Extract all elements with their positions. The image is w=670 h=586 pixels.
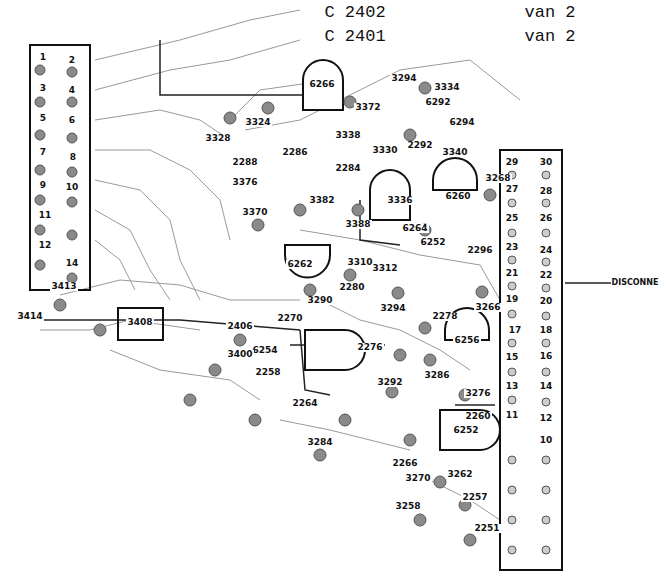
part-number: 3268 [484, 174, 511, 183]
part-number: 3334 [433, 83, 460, 92]
header-text: C 2402 [323, 4, 386, 21]
pin-number: 2 [68, 56, 76, 65]
part-number: 2276 [356, 343, 383, 352]
part-number: 2284 [334, 164, 361, 173]
pin-number: 11 [38, 211, 53, 220]
pin-number: 20 [539, 297, 554, 306]
part-number: 3408 [126, 318, 153, 327]
part-number: 2292 [406, 141, 433, 150]
part-number: 2288 [231, 158, 258, 167]
part-number: 6292 [424, 98, 451, 107]
part-number: 2251 [473, 524, 500, 533]
part-number: 3310 [346, 258, 373, 267]
part-number: 3312 [371, 264, 398, 273]
pin-number: 21 [505, 269, 520, 278]
pin-number: 27 [505, 185, 520, 194]
part-number: 3294 [390, 74, 417, 83]
pin-number: 28 [539, 187, 554, 196]
part-number: 2406 [226, 322, 253, 331]
pin-number: 23 [505, 243, 520, 252]
part-number: 2260 [464, 412, 491, 421]
part-number: 2278 [431, 312, 458, 321]
part-number: 3338 [334, 131, 361, 140]
part-number: 2296 [466, 246, 493, 255]
part-number: 2264 [291, 399, 318, 408]
part-number: 2257 [461, 493, 488, 502]
pin-number: 17 [508, 326, 523, 335]
part-number: 3414 [16, 312, 43, 321]
pin-number: 8 [69, 153, 77, 162]
pin-number: 14 [65, 259, 80, 268]
pin-number: 12 [539, 414, 554, 423]
pin-number: 4 [68, 86, 76, 95]
part-number: 3340 [441, 148, 468, 157]
part-number: 3324 [244, 118, 271, 127]
part-number: 6254 [251, 346, 278, 355]
header-text: van 2 [523, 4, 576, 21]
pin-number: 26 [539, 214, 554, 223]
part-number: 3336 [386, 196, 413, 205]
part-number: 2270 [276, 314, 303, 323]
part-number: 3400 [226, 350, 253, 359]
pin-number: 13 [505, 382, 520, 391]
pin-number: 29 [505, 158, 520, 167]
pin-number: 3 [39, 84, 47, 93]
part-number: 3328 [204, 134, 231, 143]
part-number: 6256 [453, 336, 480, 345]
pin-number: 22 [539, 271, 554, 280]
part-number: 3294 [379, 304, 406, 313]
pin-number: 7 [39, 148, 47, 157]
pin-number: 10 [65, 183, 80, 192]
pin-number: 5 [39, 114, 47, 123]
header-text: C 2401 [323, 28, 386, 45]
part-number: 3382 [308, 196, 335, 205]
part-number: 6260 [444, 192, 471, 201]
pin-number: 12 [38, 241, 53, 250]
pin-number: DISCONNE [611, 279, 660, 287]
part-number: 3292 [376, 378, 403, 387]
pin-number: 18 [539, 326, 554, 335]
pin-number: 24 [539, 246, 554, 255]
pin-number: 1 [39, 53, 47, 62]
pin-number: 25 [505, 214, 520, 223]
part-number: 6252 [452, 426, 479, 435]
part-number: 6294 [448, 118, 475, 127]
pin-number: 9 [39, 181, 47, 190]
pin-number: 14 [539, 382, 554, 391]
part-number: 2266 [391, 459, 418, 468]
pin-number: 15 [505, 353, 520, 362]
part-number: 3372 [354, 103, 381, 112]
part-number: 3330 [371, 146, 398, 155]
pin-number: 10 [539, 436, 554, 445]
pin-number: 6 [68, 116, 76, 125]
part-number: 2286 [281, 148, 308, 157]
pin-number: 11 [505, 411, 520, 420]
part-number: 3370 [241, 208, 268, 217]
pin-number: 19 [505, 295, 520, 304]
part-number: 2280 [338, 283, 365, 292]
part-number: 3286 [423, 371, 450, 380]
part-number: 3376 [231, 178, 258, 187]
part-number: 6264 [401, 224, 428, 233]
part-number: 3266 [474, 303, 501, 312]
part-number: 3262 [446, 470, 473, 479]
part-number: 3276 [464, 389, 491, 398]
pin-number: 16 [539, 352, 554, 361]
part-number: 6262 [286, 260, 313, 269]
header-text: van 2 [523, 28, 576, 45]
part-number: 3270 [404, 474, 431, 483]
pin-number: 30 [539, 158, 554, 167]
part-number: 3388 [344, 220, 371, 229]
part-number: 6252 [419, 238, 446, 247]
part-number: 3413 [50, 282, 77, 291]
part-number: 2258 [254, 368, 281, 377]
part-number: 3258 [394, 502, 421, 511]
part-number: 3290 [306, 296, 333, 305]
part-number: 3284 [306, 438, 333, 447]
part-number: 6266 [308, 80, 335, 89]
